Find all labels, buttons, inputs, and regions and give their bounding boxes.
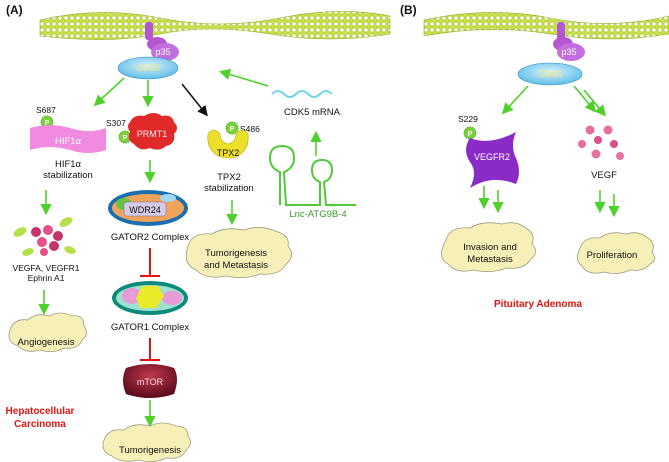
cdk5-protein: CDK5 bbox=[117, 56, 179, 80]
cdk5-protein: CDK5 bbox=[517, 62, 583, 86]
svg-text:Tumorigenesis: Tumorigenesis bbox=[119, 445, 181, 456]
wdr24-complex: WDR24 bbox=[108, 190, 188, 226]
cdk5-mrna: CDK5 mRNA bbox=[271, 90, 341, 118]
pituitary-adenoma-label: Pituitary Adenoma bbox=[494, 299, 582, 310]
svg-text:stabilization: stabilization bbox=[204, 183, 254, 194]
arrow-cdk5-to-tpx2 bbox=[181, 83, 208, 117]
svg-text:Metastasis: Metastasis bbox=[467, 254, 513, 265]
svg-text:and Metastasis: and Metastasis bbox=[204, 260, 268, 271]
arrow-mrna-to-cdk5 bbox=[218, 68, 269, 87]
tumorigenesis-cloud: Tumorigenesis bbox=[102, 422, 191, 462]
proliferation-cloud: Proliferation bbox=[577, 232, 655, 274]
gator1-label: GATOR1 Complex bbox=[111, 322, 190, 333]
hif1a-site-label: S687 bbox=[36, 105, 56, 115]
hcc-label: Hepatocellular bbox=[6, 406, 75, 417]
svg-text:Tumorigenesis: Tumorigenesis bbox=[205, 248, 267, 259]
svg-text:Proliferation: Proliferation bbox=[587, 250, 638, 261]
vegfr2-site-label: S229 bbox=[458, 114, 478, 124]
tpx2-site-label: S486 bbox=[240, 124, 260, 134]
svg-text:WDR24: WDR24 bbox=[129, 205, 161, 215]
svg-text:P: P bbox=[468, 131, 473, 138]
vegf-label: VEGF bbox=[591, 170, 617, 181]
svg-text:stabilization: stabilization bbox=[43, 170, 93, 181]
prmt1-protein: PRMT1 bbox=[128, 113, 177, 150]
lnc-rna-hairpin: Lnc-ATG9B-4 bbox=[268, 144, 356, 220]
arrow-cdk5-to-vegfr2 bbox=[501, 85, 529, 115]
gator2-label: GATOR2 Complex bbox=[111, 232, 190, 243]
svg-text:mTOR: mTOR bbox=[137, 377, 164, 387]
svg-text:TPX2: TPX2 bbox=[217, 148, 240, 158]
svg-text:Lnc-ATG9B-4: Lnc-ATG9B-4 bbox=[289, 209, 346, 220]
tpx2-protein: TPX2 bbox=[207, 129, 249, 159]
mtor-protein: mTOR bbox=[123, 364, 177, 398]
vegfa-cluster bbox=[13, 217, 76, 256]
phospho-mark: P bbox=[225, 121, 239, 135]
vegfr2-receptor: VEGFR2 bbox=[466, 132, 519, 188]
gator1-complex bbox=[112, 281, 188, 315]
svg-text:Ephrin A1: Ephrin A1 bbox=[28, 273, 65, 283]
cell-membrane bbox=[39, 11, 391, 40]
tpx2-stabilization-label: TPX2 bbox=[217, 172, 241, 183]
p35-protein: p35 bbox=[145, 22, 179, 61]
cell-membrane bbox=[423, 12, 669, 40]
svg-text:p35: p35 bbox=[561, 47, 576, 57]
hif1a-stabilization-label: HIF1α bbox=[55, 159, 82, 170]
arrow-cdk5-to-vegf bbox=[573, 85, 597, 113]
vegfa-label: VEGFA, VEGFR1 bbox=[12, 263, 79, 273]
tumorigenesis-metastasis-cloud: Tumorigenesis and Metastasis bbox=[185, 227, 292, 278]
angiogenesis-cloud: Angiogenesis bbox=[8, 312, 87, 352]
svg-text:Carcinoma: Carcinoma bbox=[14, 419, 66, 430]
svg-text:HIF1α: HIF1α bbox=[55, 136, 82, 147]
p35-protein: p35 bbox=[553, 22, 585, 61]
panel-b-label: (B) bbox=[400, 3, 417, 17]
vegf-cluster bbox=[578, 125, 624, 160]
svg-text:CDK5: CDK5 bbox=[136, 63, 160, 73]
hif1a-protein: HIF1α bbox=[30, 125, 106, 153]
svg-text:p35: p35 bbox=[155, 47, 170, 57]
prmt1-site-label: S307 bbox=[106, 118, 126, 128]
svg-text:Invasion and: Invasion and bbox=[463, 242, 517, 253]
svg-text:CDK5 mRNA: CDK5 mRNA bbox=[284, 107, 341, 118]
svg-text:P: P bbox=[123, 135, 128, 142]
phospho-mark: P bbox=[463, 126, 477, 140]
svg-text:Angiogenesis: Angiogenesis bbox=[17, 337, 74, 348]
svg-text:CDK5: CDK5 bbox=[538, 69, 562, 79]
svg-text:PRMT1: PRMT1 bbox=[137, 129, 168, 139]
invasion-metastasis-cloud: Invasion and Metastasis bbox=[441, 222, 536, 272]
svg-text:P: P bbox=[45, 120, 50, 127]
svg-text:VEGFR2: VEGFR2 bbox=[474, 152, 510, 162]
panel-a-label: (A) bbox=[6, 3, 23, 17]
svg-text:P: P bbox=[230, 126, 235, 133]
arrow-cdk5-to-hif1a bbox=[93, 77, 125, 107]
